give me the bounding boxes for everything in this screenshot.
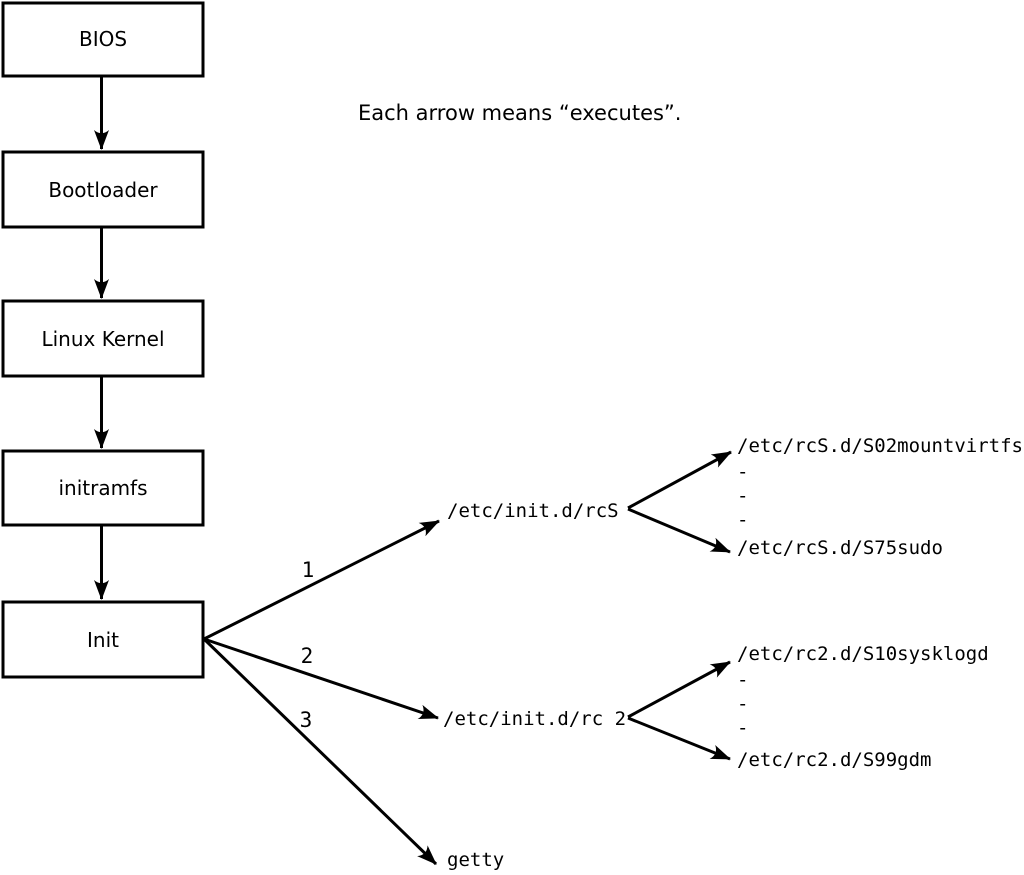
rcs-ellipsis-dash-3: - <box>737 509 748 531</box>
node-bios <box>1 1 205 78</box>
arrow-init-to-getty <box>202 637 438 866</box>
node-label-init: Init <box>87 628 119 652</box>
node-label-linux-kernel: Linux Kernel <box>41 327 164 351</box>
arrow-rcs-to-s75sudo <box>627 507 731 554</box>
rc2-child-script-s99gdm: /etc/rc2.d/S99gdm <box>737 749 931 771</box>
arrow-rc2-to-s99gdm <box>627 716 731 761</box>
rc2-child-script-s10sysklogd: /etc/rc2.d/S10sysklogd <box>737 643 989 665</box>
branch-number-1: 1 <box>302 558 315 582</box>
node-init <box>1 600 205 679</box>
rc2-ellipsis-dash-1: - <box>737 669 748 691</box>
rcs-ellipsis-dash-1: - <box>737 461 748 483</box>
arrow-rcs-to-s02mountvirtfs <box>627 450 732 510</box>
node-label-bootloader: Bootloader <box>48 178 158 202</box>
rc2-ellipsis-dash-2: - <box>737 693 748 715</box>
target-rcs-label: /etc/init.d/rcS <box>447 500 619 522</box>
rcs-child-script-s02mountvirtfs: /etc/rcS.d/S02mountvirtfs <box>737 435 1023 457</box>
target-getty-label: getty <box>447 849 504 871</box>
node-label-initramfs: initramfs <box>58 476 147 500</box>
note-text: Each arrow means “executes”. <box>358 101 681 125</box>
arrow-rc2-to-s10sysklogd <box>627 660 731 719</box>
arrow-init-to-rc2 <box>203 637 439 720</box>
node-initramfs <box>1 449 205 527</box>
branch-number-2: 2 <box>301 644 314 668</box>
node-bootloader <box>1 150 205 229</box>
rcs-child-script-s75sudo: /etc/rcS.d/S75sudo <box>737 537 943 559</box>
rcs-ellipsis-dash-2: - <box>737 485 748 507</box>
node-label-bios: BIOS <box>79 27 127 51</box>
target-rc2-label: /etc/init.d/rc 2 <box>443 708 626 730</box>
branch-number-3: 3 <box>300 708 313 732</box>
arrow-init-to-rcs <box>203 519 440 641</box>
rc2-ellipsis-dash-3: - <box>737 717 748 739</box>
